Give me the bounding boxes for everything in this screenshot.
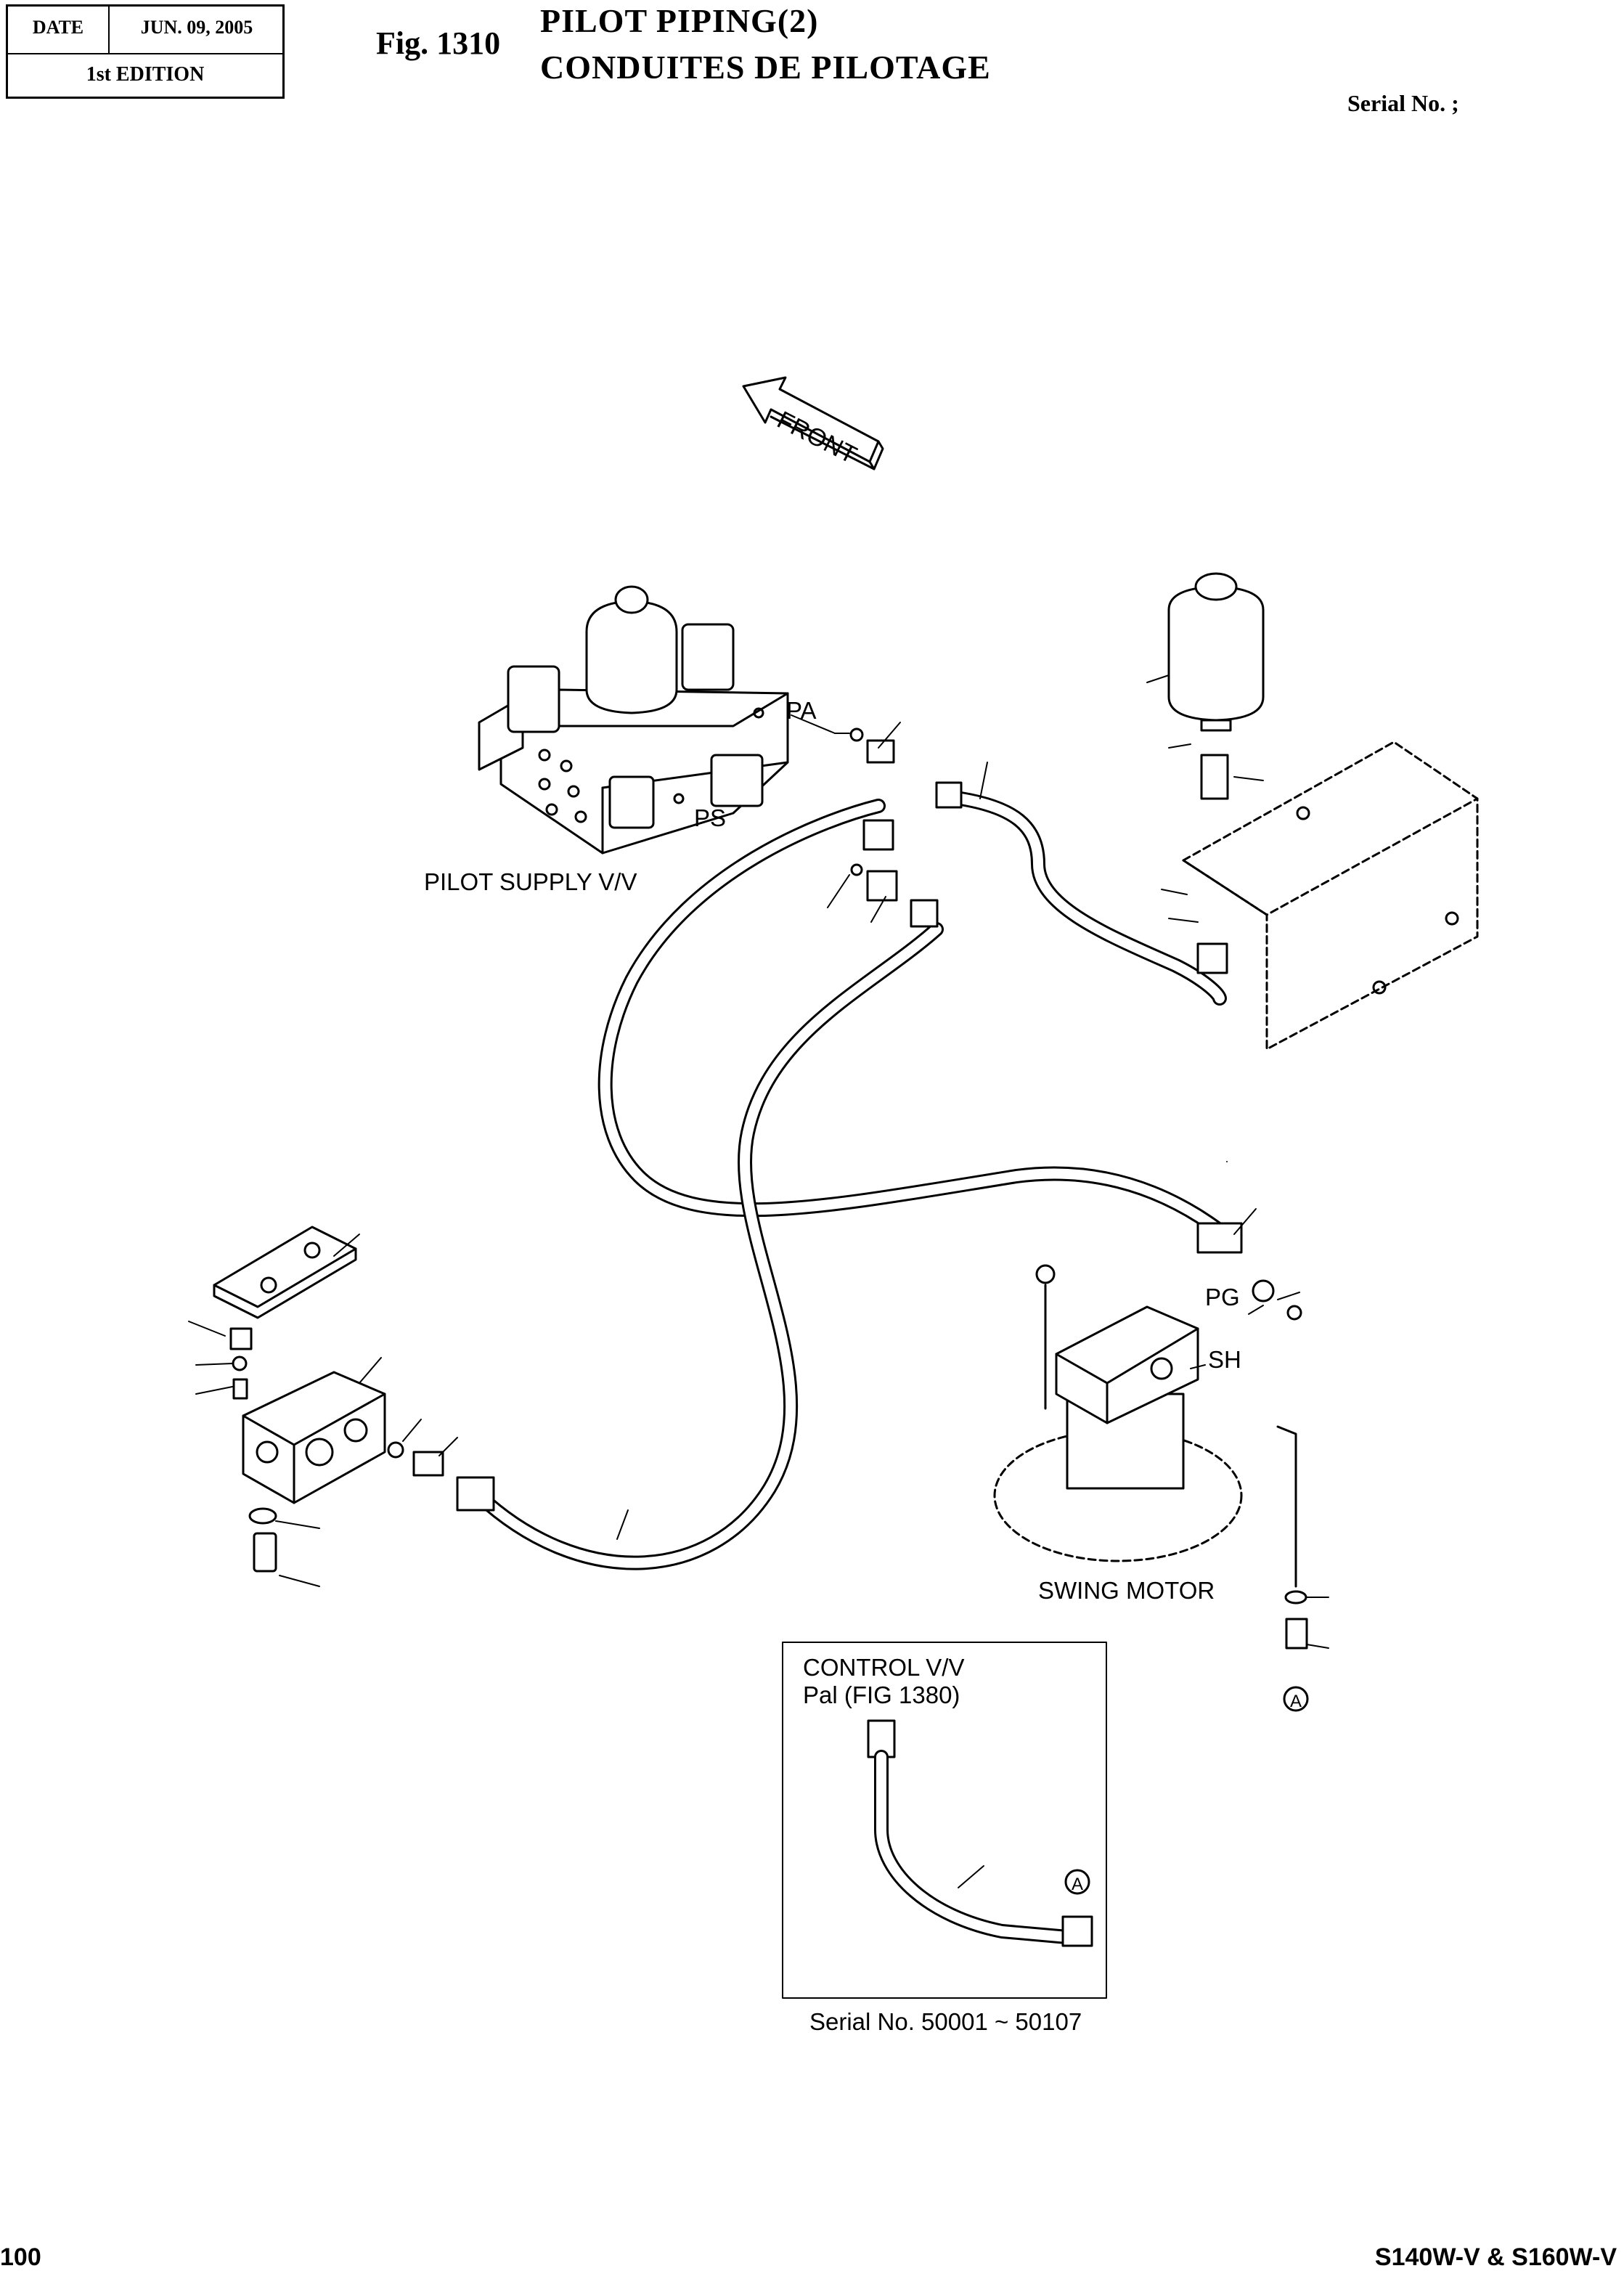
inset-serial-range: Serial No. 50001 ~ 50107 [809,2008,1082,2035]
model-name: S140W-V & S160W-V [1374,2243,1617,2271]
port-label-sh: SH [1208,1346,1241,1373]
inset-ref-marker-a: A [1072,1875,1083,1894]
inset-line-2: Pal (FIG 1380) [803,1681,960,1708]
inset-line-1: CONTROL V/V [803,1654,965,1681]
page-title-english: PILOT PIPING(2) [540,2,819,39]
pilot-supply-valve [478,585,789,855]
hose-to-shuttle-block [456,922,944,1570]
hose-ps-to-swing-motor [597,799,1243,1254]
inset-control-valve-box: A [782,1642,1107,1999]
port-label-pa: PA [786,697,817,724]
pilot-supply-valve-label: PILOT SUPPLY V/V [424,868,637,895]
leader-lines [188,674,1329,1888]
shuttle-block-assembly [213,1226,444,1573]
port-label-ps: PS [694,804,727,831]
front-arrow-icon: FRONT [742,376,884,470]
accumulator [1167,572,1265,732]
mounting-bracket [1182,741,1479,1051]
header-info-box: DATE JUN. 09, 2005 1st EDITION [6,4,285,99]
edition-label: 1st EDITION [86,63,205,86]
swing-motor [993,1264,1302,1562]
figure-number: Fig. 1310 [376,25,501,61]
port-label-pg: PG [1205,1284,1240,1310]
header-date-row [8,7,282,54]
fittings-ps [849,727,939,928]
date-value: JUN. 09, 2005 [140,17,253,38]
page-title-french: CONDUITES DE PILOTAGE [540,49,991,86]
swing-motor-label: SWING MOTOR [1038,1577,1215,1604]
hose-pa-accumulator [935,754,1229,1006]
date-label: DATE [32,17,84,38]
serial-number-label: Serial No. ; [1347,90,1459,116]
page-number: 100 [0,2243,41,2271]
ref-marker-a: A [1290,1692,1302,1711]
fittings-a-port [1276,1425,1309,1712]
header-divider [108,7,110,53]
